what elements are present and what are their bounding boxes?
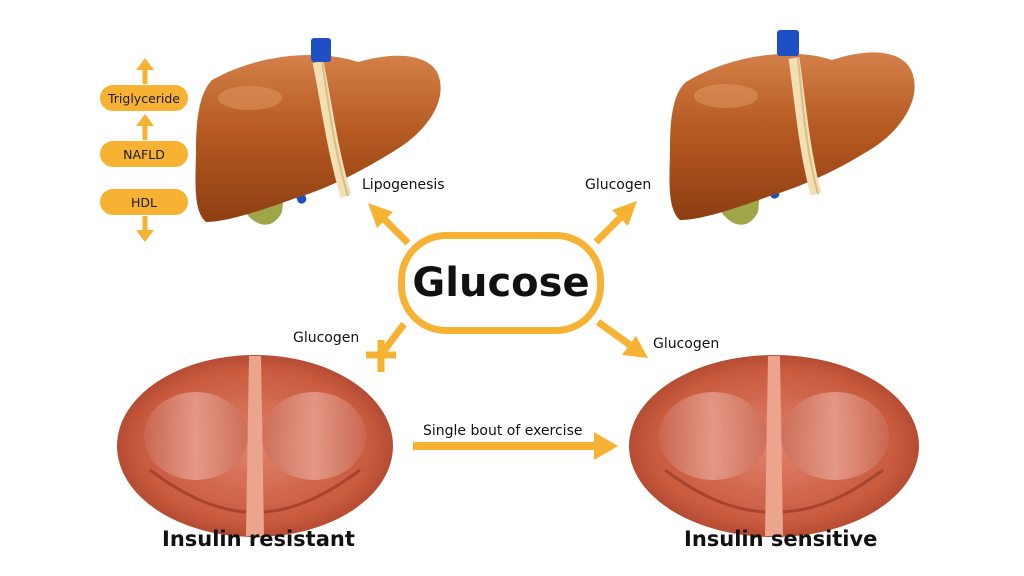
vessel-top-left: [311, 38, 331, 62]
liver-left-illustration: [195, 38, 441, 225]
muscle-left-illustration: [117, 355, 393, 537]
arrow-glucogen-liver-icon: [612, 201, 637, 226]
arrow-up-icon: [136, 58, 154, 70]
pathway-arrows: [366, 201, 648, 460]
marker-arrows: [136, 58, 154, 242]
marker-nafld: NAFLD: [100, 141, 188, 167]
glucose-label: Glucose: [412, 260, 590, 306]
glucose-node: Glucose: [398, 232, 604, 334]
vessel-top-right: [777, 30, 799, 56]
label-insulin-sensitive: Insulin sensitive: [684, 527, 878, 551]
ligament-left: [312, 60, 352, 198]
label-glucogen-sensitive: Glucogen: [653, 336, 720, 352]
muscle-right-illustration: [629, 355, 919, 537]
sternum-right: [765, 356, 783, 536]
arrow-down-icon: [136, 230, 154, 242]
label-glucogen-liver: Glucogen: [585, 177, 652, 193]
liver-right-body: [669, 52, 915, 221]
sternum-left: [246, 356, 264, 536]
label-lipogenesis: Lipogenesis: [362, 177, 445, 193]
arrow-glucogen-sensitive-icon: [622, 336, 648, 358]
label-exercise: Single bout of exercise: [423, 423, 583, 439]
label-insulin-resistant: Insulin resistant: [162, 527, 355, 551]
liver-left-body: [195, 55, 441, 223]
marker-triglyceride: Triglyceride: [100, 85, 188, 111]
arrow-lipogenesis-icon: [368, 203, 393, 228]
arrow-up-icon: [136, 114, 154, 126]
ligament-right: [788, 57, 822, 196]
liver-right-illustration: [669, 30, 915, 225]
arrow-exercise-icon: [594, 432, 618, 460]
label-glucogen-resistant: Glucogen: [293, 330, 360, 346]
marker-hdl: HDL: [100, 189, 188, 215]
